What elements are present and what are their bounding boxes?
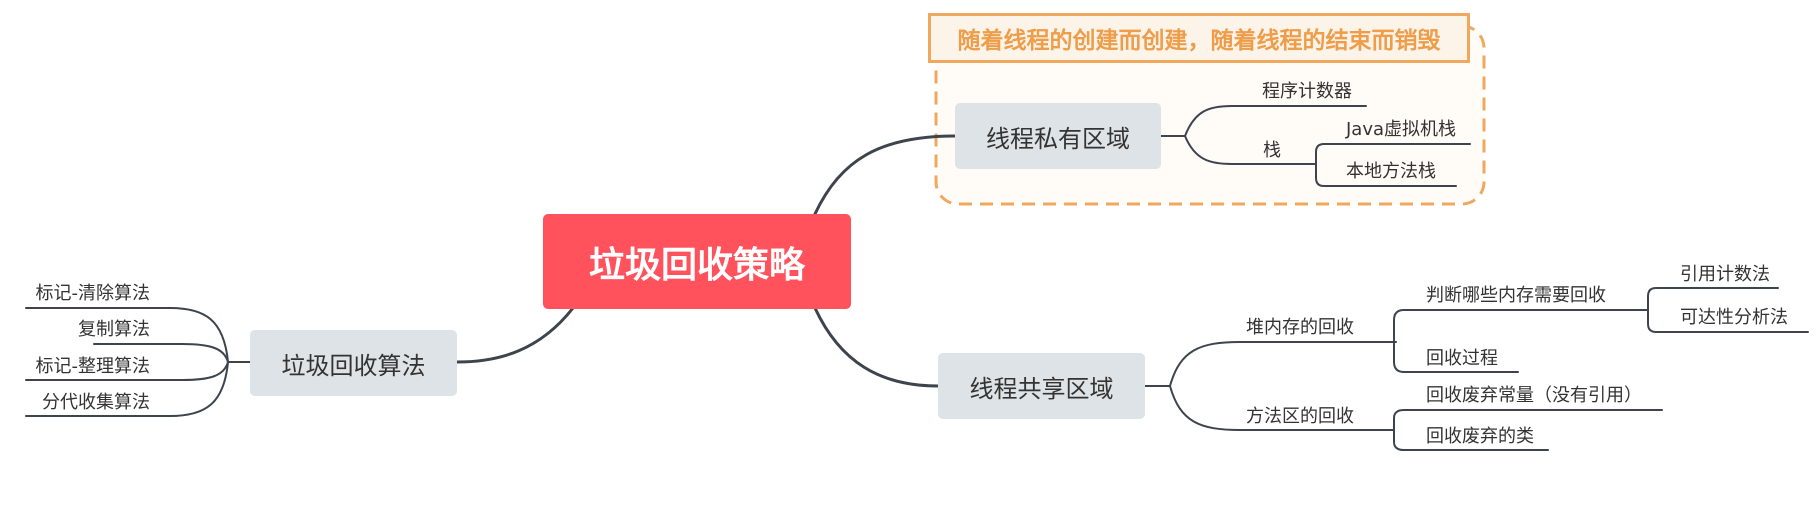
leaf-mark-compact[interactable]: 标记-整理算法 <box>35 356 151 377</box>
link-judge-ref <box>1647 287 1779 311</box>
link-algo-copy <box>93 343 229 363</box>
leaf-method-area-gc[interactable]: 方法区的回收 <box>1246 406 1354 427</box>
link-algo-gen <box>25 361 229 417</box>
link-algo-mc <box>25 361 229 381</box>
leaf-discard-constants[interactable]: 回收废弃常量（没有引用） <box>1426 385 1642 406</box>
link-stack-java <box>1315 143 1471 165</box>
link-shared-heap <box>1169 341 1397 387</box>
link-shared-method <box>1169 385 1395 431</box>
link-stack-native <box>1315 163 1457 187</box>
leaf-heap-gc[interactable]: 堆内存的回收 <box>1246 317 1354 338</box>
topic-private-region[interactable]: 线程私有区域 <box>955 103 1161 169</box>
leaf-stack[interactable]: 栈 <box>1263 140 1281 161</box>
link-root-private <box>813 134 957 216</box>
callout-label: 随着线程的创建而创建，随着线程的结束而销毁 <box>928 13 1470 63</box>
link-heap-process <box>1393 341 1519 373</box>
link-algo-ms <box>25 307 229 363</box>
leaf-gc-process[interactable]: 回收过程 <box>1426 348 1498 369</box>
root-topic[interactable]: 垃圾回收策略 <box>543 214 851 309</box>
link-private-stack <box>1184 135 1297 165</box>
leaf-discard-classes[interactable]: 回收废弃的类 <box>1426 426 1534 447</box>
link-method-class <box>1393 429 1549 451</box>
leaf-heap-judge[interactable]: 判断哪些内存需要回收 <box>1426 285 1606 306</box>
leaf-mark-sweep[interactable]: 标记-清除算法 <box>35 283 151 304</box>
link-root-shared <box>813 306 940 388</box>
link-private-pc <box>1184 105 1367 137</box>
leaf-java-vm-stack[interactable]: Java虚拟机栈 <box>1346 119 1457 140</box>
topic-shared-region[interactable]: 线程共享区域 <box>938 353 1145 419</box>
leaf-reference-counting[interactable]: 引用计数法 <box>1680 264 1770 285</box>
leaf-reachability-analysis[interactable]: 可达性分析法 <box>1680 307 1788 328</box>
leaf-generational[interactable]: 分代收集算法 <box>42 392 150 413</box>
link-heap-judge <box>1393 309 1647 343</box>
link-method-const <box>1393 409 1663 431</box>
leaf-copying[interactable]: 复制算法 <box>78 319 150 340</box>
link-judge-reach <box>1647 309 1809 333</box>
link-root-algo <box>455 306 575 364</box>
leaf-native-method-stack[interactable]: 本地方法栈 <box>1346 161 1436 182</box>
leaf-program-counter[interactable]: 程序计数器 <box>1262 81 1352 102</box>
topic-gc-algorithms[interactable]: 垃圾回收算法 <box>250 330 457 396</box>
